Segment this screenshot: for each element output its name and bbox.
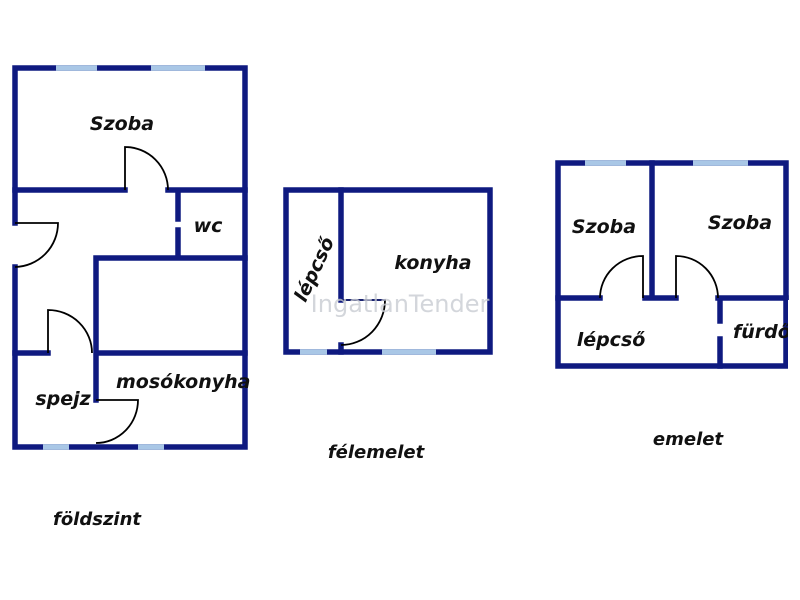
outer-walls <box>283 187 493 355</box>
door <box>95 399 139 444</box>
floor-caption: földszint <box>53 509 142 530</box>
room-label: Szoba <box>708 212 772 234</box>
room-label: wc <box>194 215 224 237</box>
room-label: konyha <box>394 252 471 274</box>
door <box>675 255 719 299</box>
door <box>599 255 644 299</box>
entrance-door <box>14 222 59 268</box>
room-label: Szoba <box>572 216 636 238</box>
plan-felemelet: lépcső konyha félemelet <box>283 187 493 463</box>
watermark: IngatlanTender <box>311 290 490 318</box>
door <box>47 309 93 354</box>
room-label: spejz <box>35 388 91 410</box>
door <box>340 299 386 346</box>
inner-walls <box>555 160 789 369</box>
room-label: fürdő <box>733 321 791 343</box>
plan-emelet: Szoba Szoba lépcső fürdő emelet <box>555 160 800 450</box>
room-label: lépcső <box>577 329 646 351</box>
plan-foldszint: Szoba wc mosókonyha spejz földszint <box>12 65 250 530</box>
inner-walls <box>12 187 248 403</box>
floor-caption: félemelet <box>328 442 426 463</box>
room-label: Szoba <box>90 113 154 135</box>
room-label: mosókonyha <box>116 371 250 393</box>
door <box>124 146 169 191</box>
floor-caption: emelet <box>653 429 725 450</box>
